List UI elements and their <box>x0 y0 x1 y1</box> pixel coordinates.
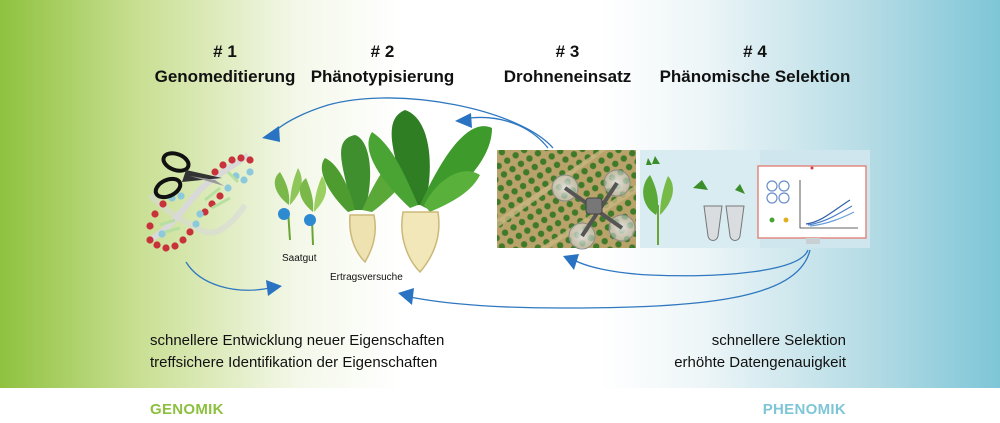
step-2: # 2 Phänotypisierung <box>305 42 460 88</box>
arrow-heads <box>262 113 579 305</box>
drone-icon <box>551 169 636 250</box>
footer-phenomik: PHENOMIK <box>762 401 846 418</box>
step-3-title: Drohneneinsatz <box>503 67 632 86</box>
genomics-caption: schnellere Entwicklung neuer Eigenschaft… <box>150 330 444 374</box>
step-1-number: # 1 <box>213 42 237 61</box>
step-4: # 4 Phänomische Selektion <box>650 42 860 88</box>
arrow-selection-to-drone <box>573 249 809 277</box>
arrow-selection-to-pheno <box>409 249 811 309</box>
seedlings-icon <box>274 168 327 246</box>
process-arrows <box>185 97 811 309</box>
step-1: # 1 Genomeditierung <box>150 42 300 88</box>
drone-field-image <box>497 150 636 250</box>
step-3-number: # 3 <box>555 42 580 61</box>
step-1-title: Genomeditierung <box>154 67 296 86</box>
scissors-icon <box>153 151 224 200</box>
lab-analysis-image <box>640 150 870 248</box>
step-2-title: Phänotypisierung <box>310 67 455 86</box>
step-4-title: Phänomische Selektion <box>659 67 851 86</box>
phenomics-caption: schnellere Selektion erhöhte Datengenaui… <box>674 330 846 374</box>
phenomics-caption-line-2: erhöhte Datengenauigkeit <box>674 354 846 371</box>
genomics-caption-line-1: schnellere Entwicklung neuer Eigenschaft… <box>150 332 445 349</box>
genomics-caption-line-2: treffsichere Identifikation der Eigensch… <box>150 354 438 371</box>
step-2-number: # 2 <box>370 42 395 61</box>
arrow-drone-to-genome <box>273 97 554 149</box>
dna-scissors-icon <box>146 151 254 252</box>
monitor-icon <box>757 165 867 244</box>
arrow-drone-to-pheno <box>469 116 549 149</box>
footer-genomik: GENOMIK <box>150 401 224 418</box>
step-3: # 3 Drohneneinsatz <box>490 42 645 88</box>
trials-label: Ertragsversuche <box>330 272 403 283</box>
seed-label: Saatgut <box>282 253 317 264</box>
phenomics-caption-line-1: schnellere Selektion <box>711 332 846 349</box>
arrow-genome-to-pheno <box>185 261 271 291</box>
sugar-beet-large-icon <box>368 110 492 274</box>
step-4-number: # 4 <box>743 42 767 61</box>
